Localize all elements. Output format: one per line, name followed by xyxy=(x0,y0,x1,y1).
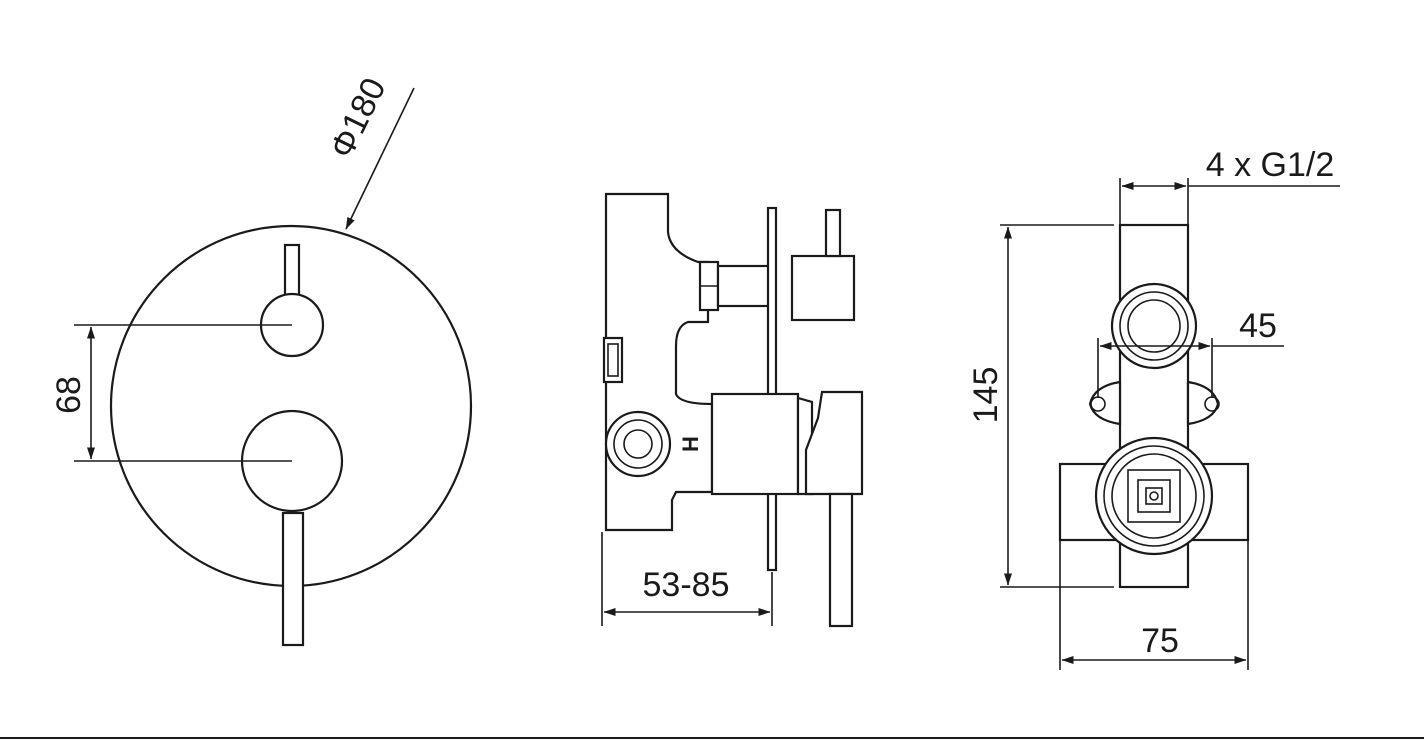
dim-label-height: 145 xyxy=(967,367,1005,424)
rear-view: 4 x G1/2 45 145 75 xyxy=(967,146,1340,670)
dim-label-68: 68 xyxy=(50,376,88,414)
front-view: 68 Φ180 xyxy=(50,72,473,647)
dim-label-port-spacing: 45 xyxy=(1239,307,1277,345)
dim-leader-diameter xyxy=(345,87,415,230)
cartridge-port xyxy=(1094,436,1214,556)
dim-label-depth: 53-85 xyxy=(643,566,730,604)
wall-plate-edge xyxy=(766,206,778,572)
dim-label-width: 75 xyxy=(1141,622,1179,660)
upper-port xyxy=(1110,282,1198,370)
hot-port xyxy=(604,410,672,478)
side-mixer-lever xyxy=(828,492,854,628)
side-view: H 53-85 xyxy=(601,192,864,628)
dim-label-thread: 4 x G1/2 xyxy=(1206,146,1335,184)
dim-label-diameter: Φ180 xyxy=(323,72,394,164)
hot-port-mark: H xyxy=(678,436,703,452)
diverter-lever-stem xyxy=(283,243,301,299)
mixer-lever xyxy=(281,511,305,647)
